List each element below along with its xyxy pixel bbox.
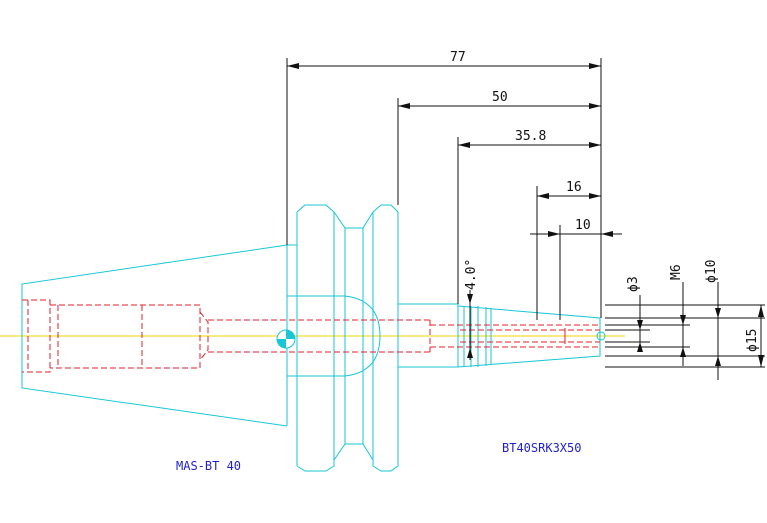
dim-depth: 16 [566, 180, 582, 195]
horizontal-dimensions [286, 58, 622, 320]
dim-overall: 77 [450, 50, 466, 65]
dim-thread: 10 [575, 218, 591, 233]
hidden-bores [22, 299, 600, 373]
angle-dimension [467, 290, 473, 360]
dim-taper: 35.8 [515, 129, 546, 144]
holder-label: MAS-BT 40 [176, 459, 241, 473]
diameter-dimensions [605, 282, 765, 380]
dim-angle: 4.0° [464, 259, 479, 290]
center-mark [276, 329, 296, 349]
flange [287, 204, 399, 472]
dim-gauge: 50 [492, 90, 508, 105]
dim-thread-size: M6 [669, 264, 684, 280]
dim-dia-outer: ϕ15 [745, 329, 760, 352]
dim-dia-bore: ϕ3 [626, 276, 641, 292]
part-number-label: BT40SRK3X50 [502, 441, 581, 455]
dim-dia-inner: ϕ10 [704, 260, 719, 283]
nose-body [398, 303, 606, 368]
